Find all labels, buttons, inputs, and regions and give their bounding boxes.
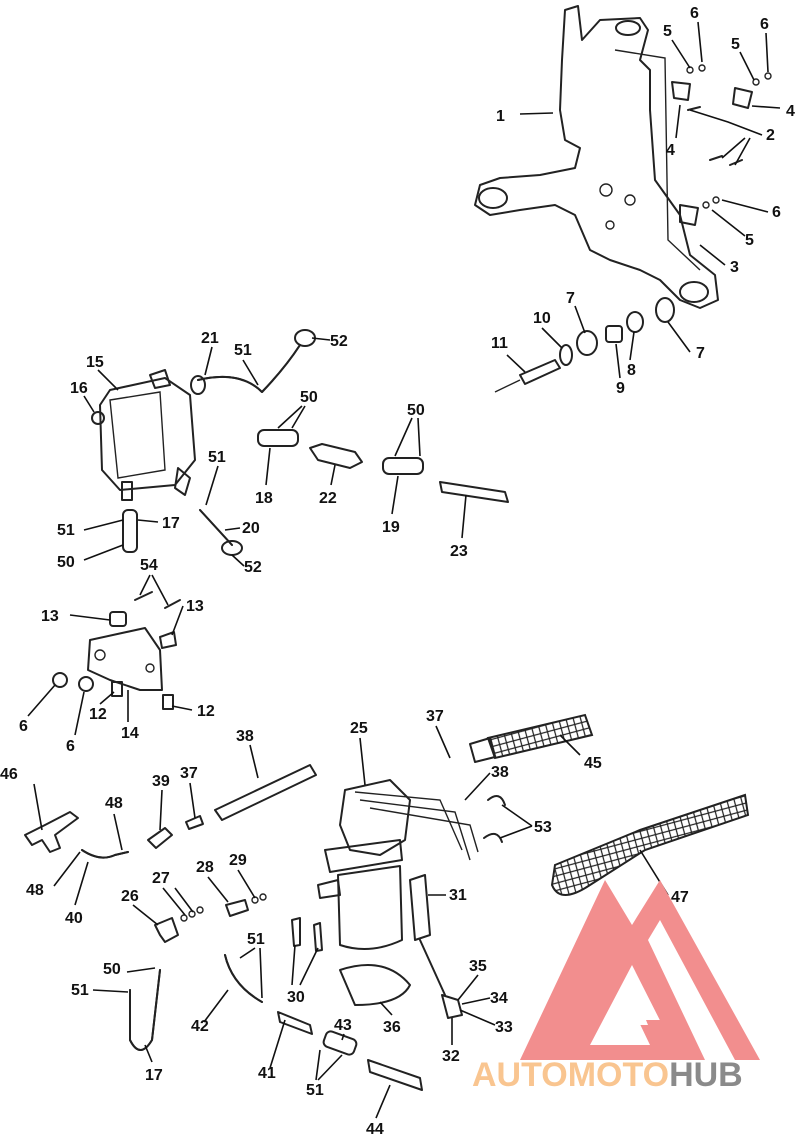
callout-37a: 37 — [426, 708, 444, 725]
callout-51e: 51 — [306, 1082, 324, 1099]
callout-labels: 1 2 3 4 4 5 5 5 6 6 6 7 7 8 9 10 11 15 1… — [0, 5, 795, 1136]
callout-52a: 52 — [330, 333, 348, 350]
callout-5a: 5 — [663, 23, 672, 40]
callout-33: 33 — [495, 1019, 513, 1036]
callout-51d: 51 — [247, 931, 265, 948]
callout-43: 43 — [334, 1017, 352, 1034]
callout-6d: 6 — [19, 718, 28, 735]
watermark-text-hub: HUB — [669, 1056, 743, 1094]
callout-40: 40 — [65, 910, 83, 927]
callout-12b: 12 — [197, 703, 215, 720]
callout-31: 31 — [449, 887, 467, 904]
callout-39: 39 — [152, 773, 170, 790]
callout-50b: 50 — [407, 402, 425, 419]
callout-11: 11 — [491, 335, 508, 352]
callout-42: 42 — [191, 1018, 209, 1035]
callout-21: 21 — [201, 330, 219, 347]
callout-41: 41 — [258, 1065, 276, 1082]
callout-27: 27 — [152, 870, 170, 887]
callout-8: 8 — [627, 362, 636, 379]
callout-29: 29 — [229, 852, 247, 869]
automotohub-watermark: AUTOMOTOHUB — [472, 880, 760, 1094]
callout-23: 23 — [450, 543, 468, 560]
callout-9: 9 — [616, 380, 625, 397]
mount-hardware-stack — [494, 297, 675, 393]
callout-48b: 48 — [26, 882, 44, 899]
callout-6a: 6 — [690, 5, 699, 22]
callout-14: 14 — [121, 725, 139, 742]
callout-15: 15 — [86, 354, 104, 371]
callout-5c: 5 — [745, 232, 754, 249]
callout-4b: 4 — [786, 103, 795, 120]
callout-13b: 13 — [186, 598, 204, 615]
callout-28: 28 — [196, 859, 214, 876]
leader-lines — [27, 21, 781, 1119]
callout-47: 47 — [671, 889, 689, 906]
callout-22: 22 — [319, 490, 337, 507]
pump-bracket — [52, 591, 181, 710]
short-hoses — [122, 509, 243, 556]
tee-fitting — [24, 811, 79, 853]
callout-37b: 37 — [180, 765, 198, 782]
callout-50d: 50 — [103, 961, 121, 978]
callout-4a: 4 — [666, 142, 675, 159]
callout-16: 16 — [70, 380, 88, 397]
callout-3: 3 — [730, 259, 739, 276]
callout-51c: 51 — [57, 522, 75, 539]
mounting-bracket-plate — [474, 5, 719, 309]
fittings — [154, 893, 267, 943]
callout-36: 36 — [383, 1019, 401, 1036]
callout-7a: 7 — [566, 290, 575, 307]
hose-42 — [224, 954, 423, 1091]
callout-25: 25 — [350, 720, 368, 737]
callout-5b: 5 — [731, 36, 740, 53]
callout-50a: 50 — [300, 389, 318, 406]
callout-26: 26 — [121, 888, 139, 905]
callout-6b: 6 — [760, 16, 769, 33]
callout-45: 45 — [584, 755, 602, 772]
callout-19: 19 — [382, 519, 400, 536]
callout-18: 18 — [255, 490, 273, 507]
callout-12a: 12 — [89, 706, 107, 723]
fuel-pump — [91, 369, 196, 501]
callout-38a: 38 — [491, 764, 509, 781]
callout-35: 35 — [469, 958, 487, 975]
callout-10: 10 — [533, 310, 551, 327]
callout-17b: 17 — [145, 1067, 163, 1084]
watermark-logo-mark — [520, 880, 760, 1060]
callout-44: 44 — [366, 1121, 384, 1136]
u-hose — [129, 969, 161, 1051]
callout-34: 34 — [490, 990, 508, 1007]
callout-2: 2 — [766, 127, 775, 144]
callout-6e: 6 — [66, 738, 75, 755]
watermark-text: AUTOMOTOHUB — [472, 1056, 743, 1094]
elbow-hose — [81, 815, 204, 859]
tube-38 — [214, 764, 317, 821]
callout-13a: 13 — [41, 608, 59, 625]
callout-17a: 17 — [162, 515, 180, 532]
callout-52b: 52 — [244, 559, 262, 576]
callout-48a: 48 — [105, 795, 123, 812]
callout-7b: 7 — [696, 345, 705, 362]
callout-30: 30 — [287, 989, 305, 1006]
callout-50c: 50 — [57, 554, 75, 571]
watermark-text-automoto: AUTOMOTO — [472, 1056, 669, 1094]
callout-54: 54 — [140, 557, 158, 574]
fuel-filter-assembly — [291, 779, 506, 1019]
callout-51b: 51 — [208, 449, 226, 466]
hose-clips — [671, 64, 772, 226]
braided-hoses — [469, 713, 750, 896]
callout-38b: 38 — [236, 728, 254, 745]
callout-46: 46 — [0, 766, 18, 783]
callout-32: 32 — [442, 1048, 460, 1065]
callout-1: 1 — [496, 108, 505, 125]
callout-53: 53 — [534, 819, 552, 836]
callout-6c: 6 — [772, 204, 781, 221]
callout-20: 20 — [242, 520, 260, 537]
callout-51a: 51 — [234, 342, 252, 359]
callout-51f: 51 — [71, 982, 89, 999]
inline-filter-row — [257, 429, 509, 503]
